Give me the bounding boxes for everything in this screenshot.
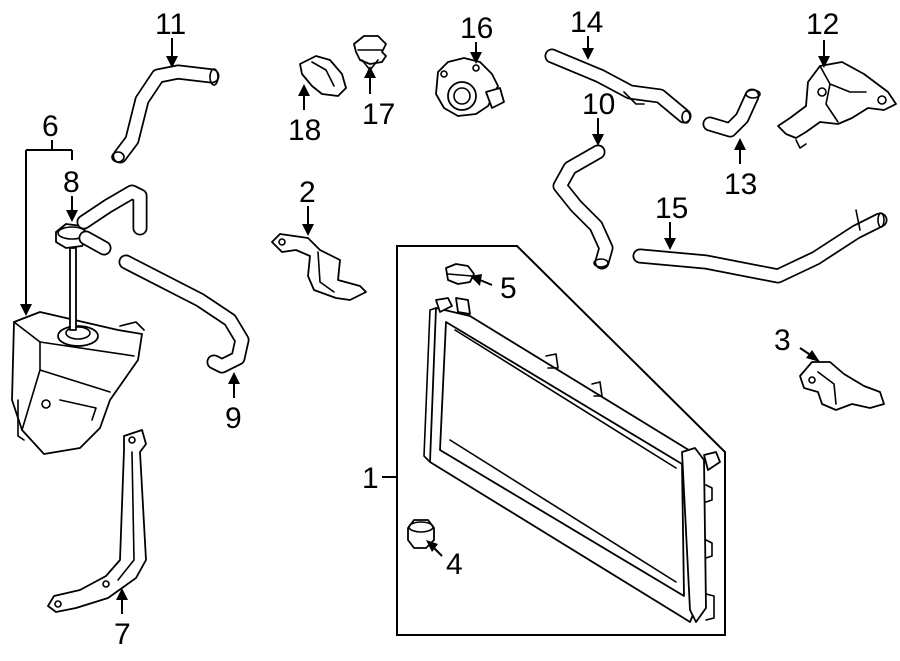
bypass-hose[interactable] <box>702 88 761 138</box>
callout-1: 1 <box>362 462 379 495</box>
reservoir-hose[interactable] <box>118 254 250 374</box>
callout-13: 13 <box>724 168 757 201</box>
radiator-inset-frame <box>396 245 726 636</box>
thermostat-housing[interactable] <box>435 57 505 117</box>
callout-2: 2 <box>299 176 316 209</box>
callout-labels: 1 2 3 4 5 6 7 8 9 10 11 12 13 14 15 16 1… <box>42 6 839 651</box>
radiator-bracket-upper[interactable] <box>271 233 367 301</box>
radiator[interactable] <box>423 297 721 623</box>
callout-16: 16 <box>460 12 493 45</box>
callout-6: 6 <box>42 110 59 143</box>
callout-8: 8 <box>63 166 80 199</box>
callout-11: 11 <box>155 8 186 41</box>
callout-7: 7 <box>114 618 131 651</box>
lower-radiator-hose[interactable] <box>552 144 614 270</box>
callout-15: 15 <box>655 192 688 225</box>
water-outlet[interactable] <box>777 61 897 149</box>
upper-radiator-hose[interactable] <box>111 64 220 164</box>
coolant-reservoir[interactable] <box>11 311 145 455</box>
reservoir-cap[interactable] <box>55 223 112 331</box>
radiator-bracket-lower[interactable] <box>799 361 885 411</box>
callout-12: 12 <box>806 8 839 41</box>
callout-17: 17 <box>362 98 395 131</box>
overflow-hose[interactable] <box>76 184 148 236</box>
callout-3: 3 <box>774 324 791 357</box>
leader-lines <box>20 36 830 614</box>
callout-14: 14 <box>570 6 603 39</box>
water-pipe[interactable] <box>544 48 692 124</box>
callout-5: 5 <box>500 272 517 305</box>
radiator-cap[interactable] <box>445 263 475 285</box>
callout-9: 9 <box>225 402 242 435</box>
callout-18: 18 <box>288 114 321 147</box>
thermostat[interactable] <box>353 35 387 71</box>
callout-4: 4 <box>446 548 463 581</box>
heater-pipe[interactable] <box>632 209 888 284</box>
thermostat-gasket[interactable] <box>299 55 347 97</box>
reservoir-bracket[interactable] <box>47 429 147 613</box>
callout-10: 10 <box>582 88 615 121</box>
